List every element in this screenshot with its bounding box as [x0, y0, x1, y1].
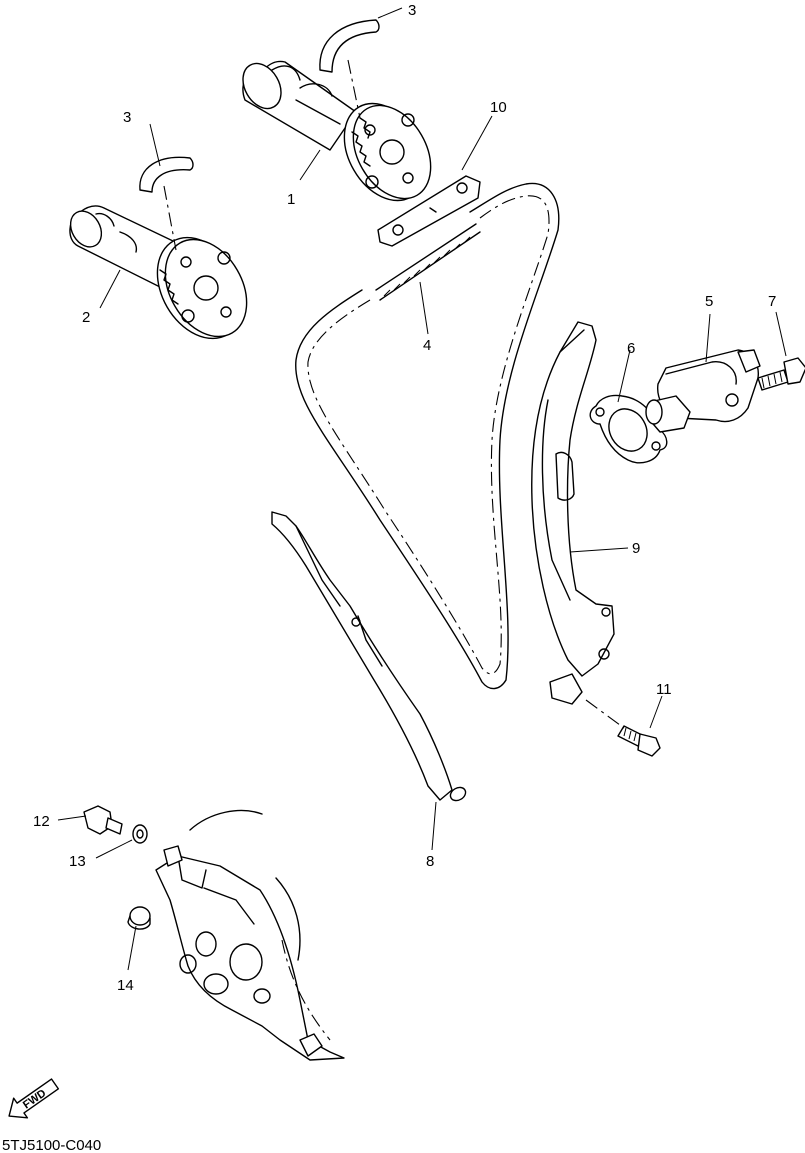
washer-drawing [132, 824, 148, 844]
tensioner-bolt-drawing [757, 357, 805, 391]
clip-3a-drawing [319, 19, 380, 119]
camshaft-1-drawing [242, 60, 432, 202]
fwd-arrow: FWD [8, 1078, 60, 1119]
label-camshaft-2: 2 [82, 309, 90, 326]
guide-bolt-drawing [585, 699, 661, 757]
label-tensioner-assy: 5 [705, 293, 713, 310]
label-plug-bolt: 12 [33, 813, 50, 830]
label-guide-stopper-8: 8 [426, 853, 434, 870]
tensioner-assy-drawing [645, 349, 761, 433]
leader-lines [57, 7, 787, 971]
label-tensioner-gasket: 6 [627, 340, 635, 357]
label-clip-3a: 3 [408, 2, 416, 19]
label-clip-3b: 3 [123, 109, 131, 126]
label-guide-bolt: 11 [656, 681, 672, 698]
label-guide-stopper-9: 9 [632, 540, 640, 557]
label-camshaft-1: 1 [287, 191, 295, 208]
camshaft-2-drawing [69, 205, 248, 340]
label-guide-stopper-11: 10 [490, 99, 507, 116]
label-cam-chain: 4 [423, 337, 431, 354]
guide-stopper-11-drawing [377, 175, 481, 247]
label-cap: 14 [117, 977, 134, 994]
cylinder-housing-drawing [155, 809, 345, 1061]
label-washer: 13 [69, 853, 86, 870]
cap-drawing [127, 906, 151, 930]
clip-3b-drawing [139, 156, 194, 251]
label-tensioner-bolt: 7 [768, 293, 776, 310]
guide-stopper-8-drawing [271, 511, 467, 802]
drawing-code: 5TJ5100-C040 [2, 1137, 101, 1153]
plug-bolt-drawing [83, 805, 123, 835]
part-labels: 3 3 1 2 10 4 5 6 7 9 11 8 12 13 14 [33, 2, 776, 994]
guide-stopper-9-drawing [531, 321, 615, 705]
cam-chain-drawing [295, 182, 560, 690]
